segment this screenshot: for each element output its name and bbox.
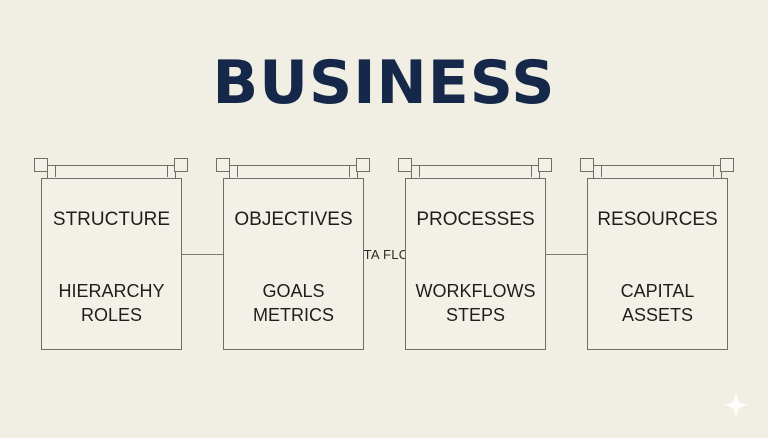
hanger-divider-right [349,165,350,177]
card-heading: STRUCTURE [52,209,171,230]
card-body [41,178,182,350]
hanger-divider-right [531,165,532,177]
sparkle-icon [723,392,749,418]
page-title: BUSINESS [212,48,556,118]
card-body [405,178,546,350]
card-heading: RESOURCES [597,209,718,230]
hanger-knob-left [580,158,594,172]
hanger-divider-left [55,165,56,177]
card-line-2: STEPS [445,305,506,325]
card-hanger-bar [47,165,176,178]
card-line-2: ROLES [80,305,143,325]
hanger-knob-right [720,158,734,172]
hanger-divider-right [713,165,714,177]
data-flow-text: DATA FLOW [345,247,422,262]
card-line-1: WORKFLOWS [415,281,536,301]
card-line-2: METRICS [253,305,334,325]
hanger-knob-left [398,158,412,172]
card-line-2: ASSETS [621,305,694,325]
hanger-divider-left [419,165,420,177]
hanger-divider-left [601,165,602,177]
card-line-1: GOALS [262,281,325,301]
hanger-knob-right [538,158,552,172]
card-line-1: CAPITAL [620,281,695,301]
card-heading: PROCESSES [416,209,535,230]
hanger-knob-right [356,158,370,172]
card-hanger-bar [411,165,540,178]
hanger-divider-left [237,165,238,177]
card-body [223,178,364,350]
card-structure: STRUCTURE HIERARCHY ROLES [34,158,188,350]
card-resources: RESOURCES CAPITAL ASSETS [580,158,734,350]
hanger-knob-left [216,158,230,172]
hanger-knob-left [34,158,48,172]
card-hanger-bar [593,165,722,178]
hanger-knob-right [174,158,188,172]
hanger-divider-right [167,165,168,177]
card-objectives: OBJECTIVES GOALS METRICS [216,158,370,350]
card-heading: OBJECTIVES [234,209,353,230]
card-processes: PROCESSES WORKFLOWS STEPS [398,158,552,350]
card-body [587,178,728,350]
card-line-1: HIERARCHY [58,281,165,301]
card-hanger-bar [229,165,358,178]
